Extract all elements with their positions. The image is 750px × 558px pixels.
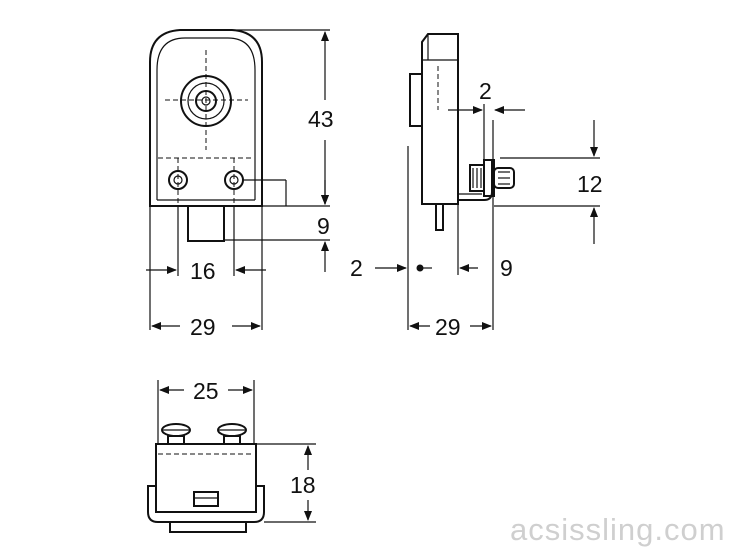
dim-bottom-width: 25 — [193, 378, 219, 404]
watermark: acsissling.com — [510, 512, 726, 547]
front-view — [146, 29, 330, 330]
dim-side-bracket-height: 12 — [577, 171, 603, 197]
dim-front-height: 43 — [308, 106, 334, 132]
reference-dot-icon — [416, 264, 424, 272]
screw-hole-icon — [168, 170, 244, 190]
dim-front-hole-spacing: 16 — [190, 258, 216, 284]
cam-icon — [180, 75, 232, 127]
side-view — [375, 33, 600, 330]
screw-head-icon — [161, 423, 247, 445]
dim-side-top-offset: 2 — [479, 78, 492, 104]
dim-side-left-offset: 2 — [350, 255, 363, 281]
bottom-view — [147, 380, 316, 533]
dim-side-width: 29 — [435, 314, 461, 340]
dim-front-base: 9 — [317, 213, 330, 239]
screw-icon — [469, 159, 515, 197]
dim-side-bracket-offset: 9 — [500, 255, 513, 281]
dim-front-width: 29 — [190, 314, 216, 340]
dim-bottom-height: 18 — [290, 472, 316, 498]
